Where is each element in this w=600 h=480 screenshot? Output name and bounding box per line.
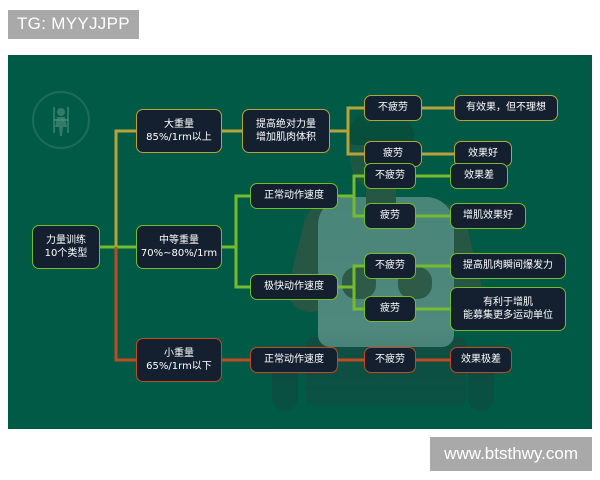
node-root[interactable]: 力量训练 10个类型 xyxy=(32,225,100,269)
node-result-medium-fast-none[interactable]: 提高肌肉瞬间爆发力 xyxy=(450,253,566,279)
node-result-light-none[interactable]: 效果极差 xyxy=(450,347,512,373)
node-fatigue-medium-fast-none[interactable]: 不疲劳 xyxy=(364,253,416,279)
node-fatigue-heavy-yes-label: 疲劳 xyxy=(383,148,403,160)
node-root-line2: 10个类型 xyxy=(44,248,88,259)
node-weight-heavy-line1: 大重量 xyxy=(164,118,194,130)
node-fatigue-heavy-yes[interactable]: 疲劳 xyxy=(364,141,422,167)
node-result-medium-normal-yes-label: 增肌效果好 xyxy=(463,210,513,222)
node-result-medium-fast-yes[interactable]: 有利于增肌 能募集更多运动单位 xyxy=(450,287,566,331)
node-tempo-medium-normal[interactable]: 正常动作速度 xyxy=(250,183,338,209)
node-fatigue-medium-normal-none[interactable]: 不疲劳 xyxy=(364,163,416,189)
node-tempo-light-normal-label: 正常动作速度 xyxy=(264,354,324,366)
node-weight-heavy-line2: 85%/1rm以上 xyxy=(146,132,212,143)
node-result-medium-fast-yes-line1: 有利于增肌 xyxy=(483,296,533,308)
node-root-line1: 力量训练 xyxy=(46,234,86,246)
url-watermark: www.btsthwy.com xyxy=(430,437,592,471)
node-result-heavy-none[interactable]: 有效果，但不理想 xyxy=(454,95,558,121)
node-fatigue-medium-fast-yes-label: 疲劳 xyxy=(380,303,400,315)
node-tempo-light-normal[interactable]: 正常动作速度 xyxy=(250,347,338,373)
node-tempo-medium-fast[interactable]: 极快动作速度 xyxy=(250,274,338,300)
connector-lines xyxy=(100,106,454,362)
node-weight-light-line1: 小重量 xyxy=(164,347,194,359)
node-result-light-none-label: 效果极差 xyxy=(461,354,501,366)
node-fatigue-medium-normal-yes[interactable]: 疲劳 xyxy=(364,203,416,229)
node-result-medium-normal-none-label: 效果差 xyxy=(464,170,494,182)
node-result-medium-normal-yes[interactable]: 增肌效果好 xyxy=(450,203,526,229)
node-fatigue-medium-fast-yes[interactable]: 疲劳 xyxy=(364,296,416,322)
node-weight-heavy[interactable]: 大重量 85%/1rm以上 xyxy=(136,109,222,153)
node-goal-heavy[interactable]: 提高绝对力量 增加肌肉体积 xyxy=(242,109,330,153)
node-result-medium-fast-yes-line2: 能募集更多运动单位 xyxy=(463,310,553,321)
node-weight-light-line2: 65%/1rm以下 xyxy=(146,361,212,372)
node-fatigue-light-none[interactable]: 不疲劳 xyxy=(364,347,416,373)
tg-tag-overlay: TG: MYYJJPP xyxy=(8,10,139,39)
node-fatigue-light-none-label: 不疲劳 xyxy=(375,354,405,366)
node-result-heavy-none-label: 有效果，但不理想 xyxy=(466,102,546,114)
brand-logo-icon xyxy=(32,91,90,149)
node-result-heavy-yes-label: 效果好 xyxy=(468,148,498,160)
node-weight-medium-line1: 中等重量 xyxy=(159,234,199,246)
node-tempo-medium-fast-label: 极快动作速度 xyxy=(264,281,324,293)
node-fatigue-heavy-none-label: 不疲劳 xyxy=(378,102,408,114)
node-weight-medium[interactable]: 中等重量 70%~80%/1rm xyxy=(136,225,222,269)
node-result-medium-normal-none[interactable]: 效果差 xyxy=(450,163,508,189)
node-fatigue-medium-normal-yes-label: 疲劳 xyxy=(380,210,400,222)
node-weight-light[interactable]: 小重量 65%/1rm以下 xyxy=(136,338,222,382)
node-fatigue-medium-normal-none-label: 不疲劳 xyxy=(375,170,405,182)
node-result-medium-fast-none-label: 提高肌肉瞬间爆发力 xyxy=(463,260,553,272)
node-fatigue-heavy-none[interactable]: 不疲劳 xyxy=(364,95,422,121)
node-tempo-medium-normal-label: 正常动作速度 xyxy=(264,190,324,202)
diagram-slide: 力量训练 10个类型 大重量 85%/1rm以上 提高绝对力量 增加肌肉体积 不… xyxy=(8,55,592,429)
node-weight-medium-line2: 70%~80%/1rm xyxy=(140,248,218,259)
node-goal-heavy-line2: 增加肌肉体积 xyxy=(256,132,316,143)
node-fatigue-medium-fast-none-label: 不疲劳 xyxy=(375,260,405,272)
node-result-heavy-yes[interactable]: 效果好 xyxy=(454,141,512,167)
node-goal-heavy-line1: 提高绝对力量 xyxy=(256,118,316,130)
